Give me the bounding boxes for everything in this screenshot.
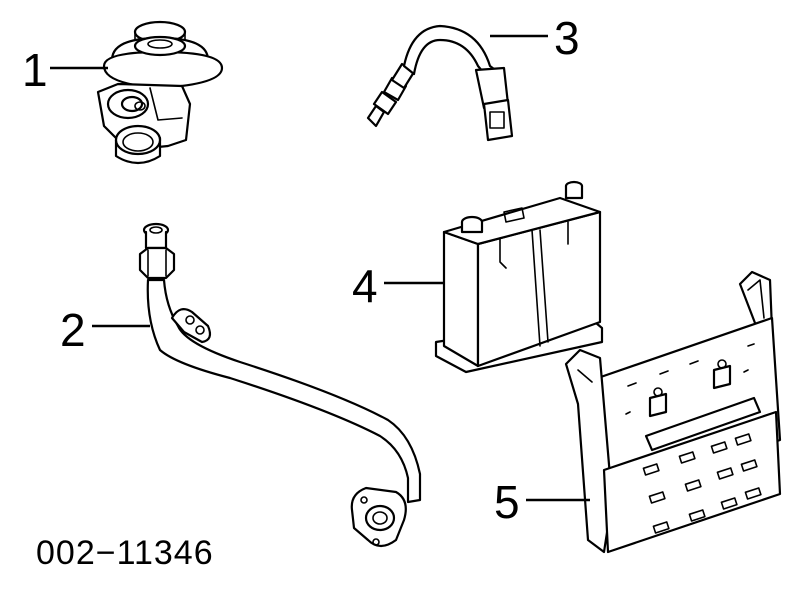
part-5-canister-bracket (564, 270, 782, 554)
callout-5: 5 (494, 476, 520, 528)
part-4-vapor-canister (434, 180, 604, 374)
part-2-egr-tube (138, 222, 422, 548)
part-3-oxygen-sensor (366, 24, 514, 142)
callout-1: 1 (22, 44, 48, 96)
diagram-code: 002−11346 (36, 534, 214, 572)
part-1-egr-valve (96, 20, 224, 165)
callout-4: 4 (352, 260, 378, 312)
callout-3: 3 (554, 12, 580, 64)
callout-2: 2 (60, 304, 86, 356)
